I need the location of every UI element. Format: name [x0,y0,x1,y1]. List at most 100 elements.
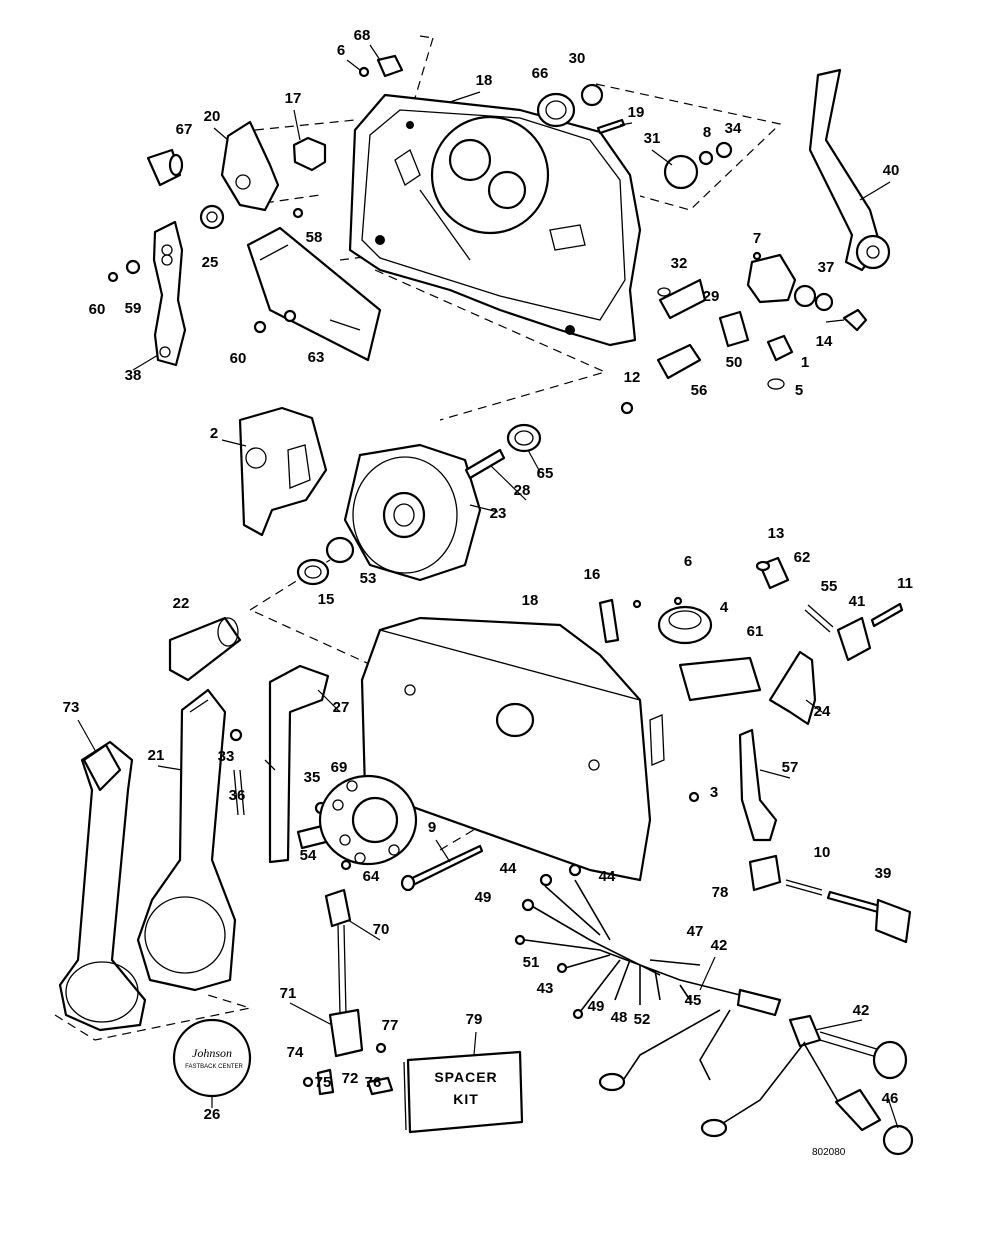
harness-70-71-72 [324,888,364,1058]
callout-label-46: 46 [882,1090,899,1107]
small-left-parts [229,728,352,871]
callout-label-36: 36 [229,787,246,804]
cover-plate-63 [246,207,382,362]
top-small-parts [358,54,733,190]
callout-label-56: 56 [691,382,708,399]
callout-label-59: 59 [125,300,142,317]
callout-label-10: 10 [814,844,831,861]
ring-69 [318,774,418,866]
link-38 [107,220,187,367]
callout-label-79: 79 [466,1011,483,1028]
callout-label-49: 49 [475,889,492,906]
bracket-2 [238,406,328,537]
small-bottom-parts [302,1042,394,1096]
callout-label-32: 32 [671,255,688,272]
lower-right-parts [598,556,912,944]
upper-housing-18 [348,93,642,347]
leader-lines [77,44,899,1129]
callout-label-47: 47 [687,923,704,940]
callout-label-41: 41 [849,593,866,610]
callout-label-18: 18 [476,72,493,89]
callout-label-22: 22 [173,595,190,612]
arm-40 [808,68,891,272]
control-handle-21 [136,688,237,992]
lower-housing-18 [360,616,665,882]
callout-label-67: 67 [176,121,193,138]
spacer-kit-line1: SPACER [434,1069,497,1085]
callout-label-33: 33 [218,748,235,765]
callout-label-45: 45 [685,992,702,1009]
callout-label-43: 43 [537,980,554,997]
callout-label-42: 42 [711,937,728,954]
callout-label-17: 17 [285,90,302,107]
callout-label-23: 23 [490,505,507,522]
callout-label-37: 37 [818,259,835,276]
callout-label-19: 19 [628,104,645,121]
decal-subtext: FASTBACK CENTER [185,1064,243,1070]
slide-27 [264,664,330,864]
rings-15-53 [296,536,355,586]
gear-assembly-23 [343,423,542,582]
callout-label-73: 73 [63,699,80,716]
callout-label-52: 52 [634,1011,651,1028]
callout-label-68: 68 [354,27,371,44]
callout-label-65: 65 [537,465,554,482]
handle-cap-22 [168,616,242,682]
callout-label-11: 11 [897,575,913,592]
callout-label-40: 40 [883,162,900,179]
callout-label-55: 55 [821,578,838,595]
callout-label-6: 6 [337,42,345,59]
callout-label-14: 14 [816,333,833,350]
ignition-switch-parts [620,251,868,415]
callout-label-16: 16 [584,566,601,583]
callout-label-64: 64 [363,868,380,885]
decal-brand: Johnson [192,1046,232,1060]
callout-label-63: 63 [308,349,325,366]
callout-label-75: 75 [315,1074,332,1091]
callout-label-28: 28 [514,482,531,499]
callout-label-50: 50 [726,354,743,371]
callout-label-66: 66 [532,65,549,82]
callout-label-58: 58 [306,229,323,246]
callout-label-76: 76 [365,1074,382,1091]
callout-label-42: 42 [853,1002,870,1019]
parts-17-25-67 [146,136,327,230]
callout-label-12: 12 [624,369,641,386]
control-handle-73 [58,740,147,1032]
callout-label-48: 48 [611,1009,628,1026]
callout-label-62: 62 [794,549,811,566]
callout-label-38: 38 [125,367,142,384]
callout-label-71: 71 [280,985,297,1002]
decal-26: Johnson FASTBACK CENTER [172,1018,252,1098]
wiring-harness [514,863,914,1156]
callout-label-30: 30 [569,50,586,67]
callout-label-77: 77 [382,1017,399,1034]
bolt-9 [400,844,484,892]
callout-label-27: 27 [333,699,350,716]
lever-20 [220,120,280,212]
callout-label-8: 8 [703,124,711,141]
callout-label-39: 39 [875,865,892,882]
callout-label-6: 6 [684,553,692,570]
callout-label-4: 4 [720,599,729,616]
callout-label-60: 60 [89,301,106,318]
callout-label-35: 35 [304,769,321,786]
callout-label-25: 25 [202,254,219,271]
spacer-kit-79: SPACER KIT [403,1050,524,1134]
callout-label-51: 51 [523,954,540,971]
callout-label-3: 3 [710,784,718,801]
callout-label-49: 49 [588,998,605,1015]
callout-label-54: 54 [300,847,317,864]
callout-label-1: 1 [801,354,809,371]
callout-label-61: 61 [747,623,764,640]
callout-label-53: 53 [360,570,377,587]
callout-label-69: 69 [331,759,348,776]
callout-label-34: 34 [725,120,742,137]
callout-label-72: 72 [342,1070,359,1087]
callout-label-44: 44 [599,868,616,885]
ring-holes [332,780,400,864]
callout-label-60: 60 [230,350,247,367]
callout-label-7: 7 [753,230,761,247]
